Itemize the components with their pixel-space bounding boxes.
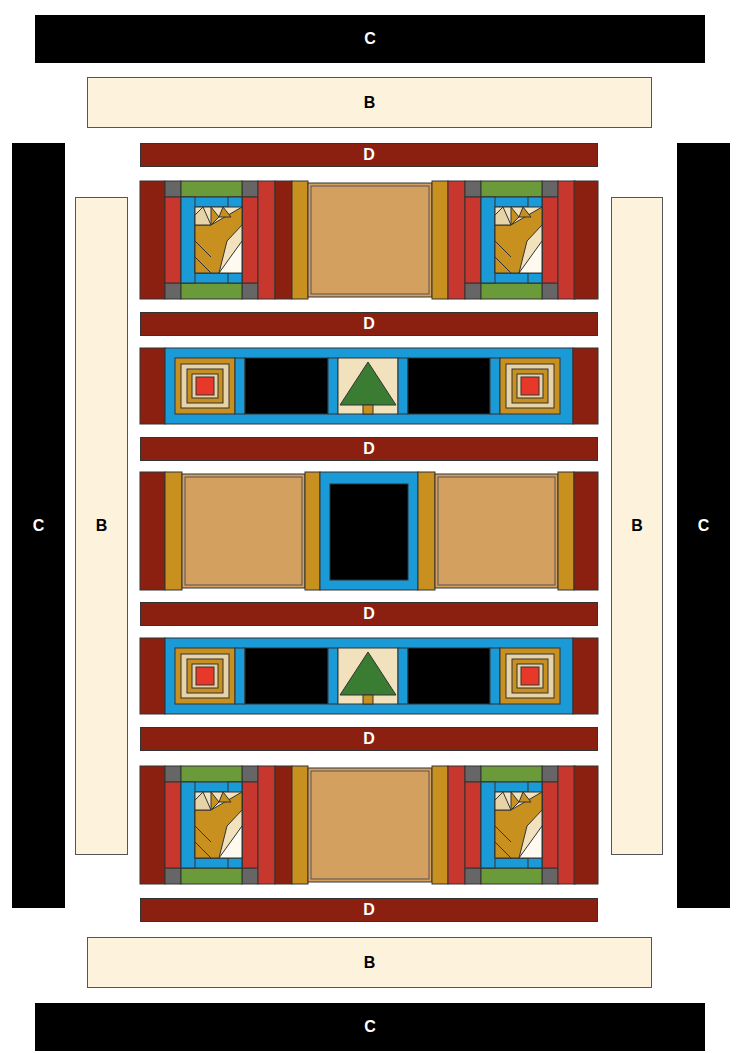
band-label: C [698,518,710,534]
band-label: D [363,316,375,332]
quilt-band: C [35,1003,705,1051]
band-label: B [96,518,108,534]
band-label: D [363,441,375,457]
quilt-band: D [140,898,598,922]
quilt-band: B [87,77,652,128]
band-label: B [364,955,376,971]
band-label: C [364,1019,376,1035]
band-label: C [33,518,45,534]
band-label: B [364,95,376,111]
band-label: D [363,147,375,163]
quilt-band: C [35,15,705,63]
band-label: C [364,31,376,47]
band-label: D [363,606,375,622]
quilt-band: B [611,197,663,855]
quilt-band: B [87,937,652,988]
band-label: D [363,731,375,747]
band-label: D [363,902,375,918]
quilt-band: C [12,143,65,908]
quilt-band: D [140,727,598,751]
quilt-band: C [677,143,730,908]
quilt-band: D [140,312,598,336]
quilt-band: B [75,197,128,855]
quilt-band: D [140,602,598,626]
quilt-band: D [140,437,598,461]
band-label: B [631,518,643,534]
quilt-band: D [140,143,598,167]
